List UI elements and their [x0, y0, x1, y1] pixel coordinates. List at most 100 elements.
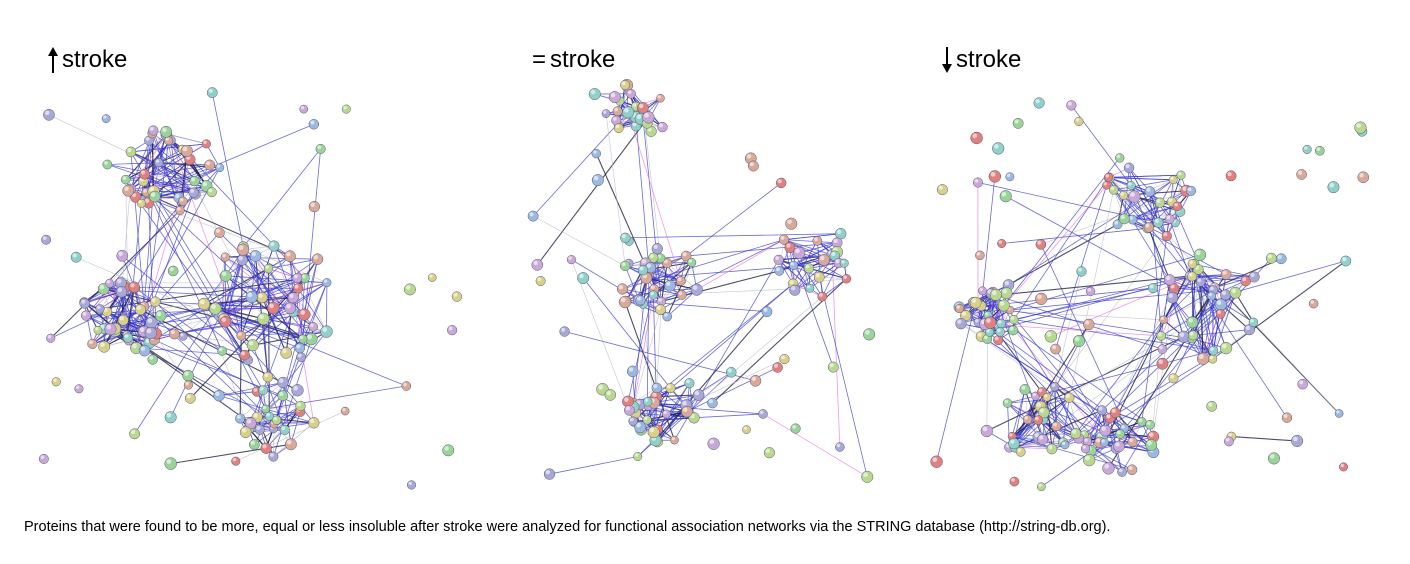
panel-title-text: stroke	[62, 46, 128, 73]
network-node	[219, 316, 232, 328]
network-node-highlight	[644, 416, 648, 421]
network-node-highlight	[843, 275, 847, 279]
network-edge	[1109, 417, 1152, 446]
network-node-highlight	[997, 328, 1001, 333]
network-node-highlight	[408, 481, 412, 486]
network-node-highlight	[1170, 374, 1174, 379]
network-node-highlight	[184, 371, 189, 376]
network-node	[117, 314, 129, 326]
network-edge	[84, 291, 122, 304]
network-node	[427, 273, 437, 282]
network-node	[256, 291, 268, 304]
network-edge	[633, 382, 690, 403]
network-node-highlight	[1170, 176, 1174, 180]
network-node	[656, 93, 665, 103]
network-node	[1118, 190, 1129, 200]
network-node	[665, 383, 676, 394]
network-node-highlight	[682, 252, 687, 257]
network-node-highlight	[208, 88, 213, 93]
network-graph-up	[38, 87, 463, 490]
network-edge	[1064, 347, 1227, 446]
network-node	[626, 88, 636, 99]
network-node-highlight	[972, 133, 978, 139]
network-edge	[127, 140, 172, 191]
network-node-highlight	[140, 346, 146, 351]
network-node	[298, 334, 308, 344]
network-node-highlight	[40, 455, 45, 460]
network-node-highlight	[141, 170, 146, 175]
network-node-highlight	[1078, 267, 1082, 272]
network-node-highlight	[1034, 432, 1040, 438]
network-node-highlight	[606, 390, 611, 396]
network-edge	[152, 196, 274, 309]
network-node-highlight	[310, 323, 314, 328]
network-node-highlight	[1129, 216, 1133, 220]
network-node-highlight	[1017, 448, 1022, 453]
network-node-highlight	[1283, 413, 1288, 418]
network-node-highlight	[979, 287, 983, 292]
network-node-highlight	[236, 414, 241, 419]
network-nodes	[38, 87, 463, 490]
network-node	[1267, 452, 1280, 465]
network-node-highlight	[1145, 223, 1150, 228]
network-node-highlight	[1209, 286, 1214, 291]
network-node-highlight	[88, 340, 93, 345]
network-node	[995, 327, 1005, 337]
network-node	[749, 375, 762, 387]
network-node-highlight	[1329, 182, 1335, 188]
up-arrow-icon	[46, 46, 60, 74]
network-node	[1037, 433, 1049, 445]
network-node	[115, 286, 128, 298]
network-node	[1033, 97, 1045, 109]
network-node-highlight	[658, 298, 662, 302]
network-node-highlight	[971, 298, 977, 303]
network-node-highlight	[1154, 218, 1159, 223]
network-node	[311, 253, 324, 265]
network-node	[1103, 172, 1114, 182]
network-node	[220, 252, 230, 262]
network-node	[1108, 185, 1119, 195]
network-edge	[549, 456, 638, 475]
network-edge	[532, 112, 629, 217]
network-node	[87, 338, 98, 349]
network-node-highlight	[251, 251, 257, 257]
network-edge	[1212, 260, 1347, 360]
network-edge	[242, 148, 321, 248]
network-node-highlight	[1038, 435, 1044, 440]
network-edge	[140, 303, 205, 310]
network-node	[249, 250, 262, 262]
network-node	[258, 385, 269, 396]
network-node	[1208, 354, 1218, 364]
network-node	[51, 377, 61, 387]
network-node	[812, 235, 823, 246]
network-node	[219, 269, 232, 282]
panel-down-stroke: stroke	[920, 40, 1380, 500]
network-node-highlight	[82, 311, 87, 316]
network-node-highlight	[286, 440, 292, 445]
network-edge	[1108, 174, 1182, 178]
network-node	[1126, 464, 1138, 476]
network-edge	[532, 215, 626, 267]
network-node	[1005, 172, 1015, 182]
network-node	[686, 257, 697, 268]
network-node-highlight	[1046, 331, 1052, 337]
network-node-highlight	[259, 386, 264, 391]
network-node	[839, 258, 849, 268]
network-node-highlight	[628, 367, 634, 372]
network-node-highlight	[1044, 394, 1048, 398]
network-node-highlight	[743, 426, 747, 430]
network-edge	[1054, 386, 1057, 427]
network-node	[154, 310, 167, 322]
network-node-highlight	[124, 186, 129, 191]
network-node-highlight	[1051, 383, 1056, 387]
network-edge	[1166, 235, 1288, 418]
network-edge	[83, 302, 93, 344]
network-edge	[221, 259, 243, 317]
network-node-highlight	[155, 159, 160, 163]
network-edge	[1007, 397, 1070, 404]
network-node	[206, 87, 218, 99]
network-node	[120, 174, 131, 185]
network-edge	[104, 315, 220, 347]
network-node	[676, 290, 687, 300]
network-node-highlight	[1130, 192, 1135, 197]
